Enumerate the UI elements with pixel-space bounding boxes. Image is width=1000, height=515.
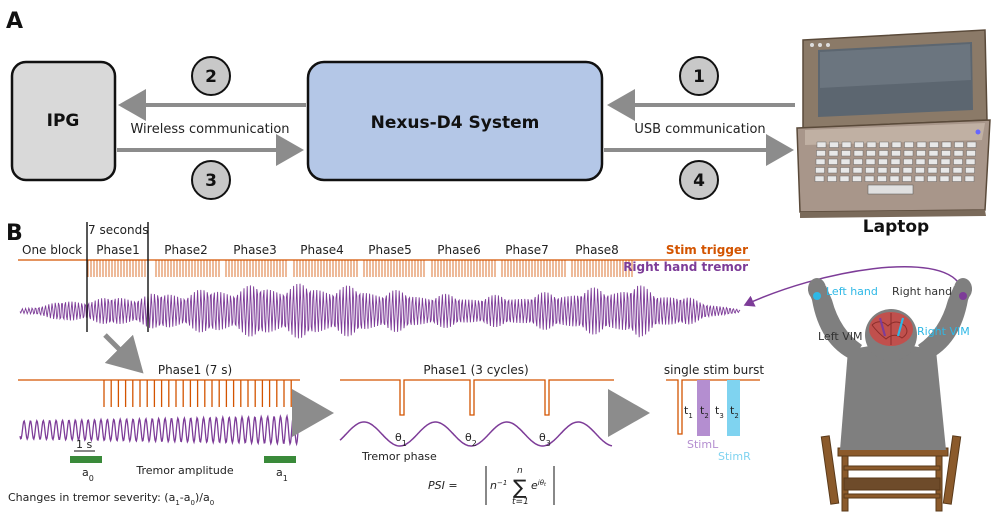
left-vim-label: Left VIM — [818, 330, 862, 343]
svg-text:∑: ∑ — [513, 475, 527, 499]
svg-text:4: 4 — [693, 171, 705, 191]
step-circle-1: 1 — [679, 56, 719, 96]
stim-r-bar — [727, 380, 740, 436]
changes-label: Changes in tremor severity: (a1-a0)/a0 — [8, 491, 214, 507]
left-hand-label: Left hand — [826, 285, 878, 298]
panel-b-letter: B — [6, 221, 23, 246]
psi-formula: PSI = n−1 ∑ n t=1 eiθt — [428, 466, 555, 507]
wireless-label: Wireless communication — [130, 122, 289, 137]
right-hand-tremor-label: Right hand tremor — [623, 260, 748, 274]
svg-text:1: 1 — [693, 67, 705, 87]
theta2-label: θ2 — [465, 431, 477, 448]
right-hand-label: Right hand — [892, 285, 952, 298]
t2-label-b: t2 — [730, 404, 739, 420]
stim-r-label: StimR — [718, 450, 751, 463]
detail1-title: Phase1 (7 s) — [158, 363, 232, 377]
nexus-label: Nexus-D4 System — [371, 113, 540, 133]
phase-label-8: Phase8 — [575, 243, 618, 257]
a1-label: a1 — [276, 466, 288, 483]
phase-label-3: Phase3 — [233, 243, 276, 257]
detail1-stim-spikes — [103, 380, 292, 407]
laptop-illustration — [796, 29, 991, 218]
svg-text:n−1: n−1 — [490, 479, 507, 492]
svg-text:t=1: t=1 — [512, 497, 529, 507]
stim-l-label: StimL — [687, 438, 719, 451]
panel-a-letter: A — [6, 9, 23, 34]
burst-title: single stim burst — [664, 363, 765, 377]
one-s-label: 1 s — [76, 438, 92, 451]
usb-label: USB communication — [634, 122, 765, 137]
step-circle-3: 3 — [191, 160, 231, 200]
a1-bar — [264, 456, 296, 463]
svg-text:3: 3 — [205, 171, 217, 191]
patient-illustration — [808, 278, 972, 512]
svg-text:eiθt: eiθt — [531, 479, 547, 492]
theta1-label: θ1 — [395, 431, 407, 448]
stim-trigger-spikes — [87, 260, 633, 277]
t3-label: t3 — [715, 404, 724, 420]
right-hand-tremor-signal — [19, 283, 741, 339]
step-circle-4: 4 — [679, 160, 719, 200]
detail2-stim-trace — [340, 379, 614, 416]
a0-bar — [70, 456, 102, 463]
t1-label: t1 — [684, 404, 693, 420]
phase-label-4: Phase4 — [300, 243, 343, 257]
step-circle-2: 2 — [191, 56, 231, 96]
stim-trigger-label: Stim trigger — [666, 243, 748, 257]
phase-label-2: Phase2 — [164, 243, 207, 257]
zoom-arrow — [103, 333, 144, 374]
one-block-label: One block — [22, 243, 82, 257]
theta3-label: θ3 — [539, 431, 551, 448]
svg-text:2: 2 — [205, 67, 217, 87]
phase-label-5: Phase5 — [368, 243, 411, 257]
burst-stim-trace — [666, 379, 760, 435]
ipg-box — [10, 60, 117, 182]
svg-text:PSI =: PSI = — [428, 479, 458, 492]
hand-to-signal-arrow — [743, 265, 961, 307]
tremor-phase-label: Tremor phase — [361, 450, 437, 463]
svg-text:n: n — [517, 466, 523, 476]
stim-l-bar — [697, 380, 710, 436]
ipg-label: IPG — [47, 111, 80, 131]
right-vim-label: Right VIM — [917, 325, 970, 338]
detail1-tremor-signal — [19, 413, 301, 447]
phase-label-6: Phase6 — [437, 243, 480, 257]
detail2-title: Phase1 (3 cycles) — [423, 363, 528, 377]
laptop-label: Laptop — [863, 217, 929, 237]
nexus-box — [306, 60, 604, 182]
phase-label-7: Phase7 — [505, 243, 548, 257]
t2-label-a: t2 — [700, 404, 709, 420]
seven-seconds-label: 7 seconds — [88, 223, 149, 237]
tremor-amplitude-label: Tremor amplitude — [135, 464, 233, 477]
phase-label-1: Phase1 — [96, 243, 139, 257]
detail2-tremor-phase — [339, 421, 613, 447]
a0-label: a0 — [82, 466, 94, 483]
